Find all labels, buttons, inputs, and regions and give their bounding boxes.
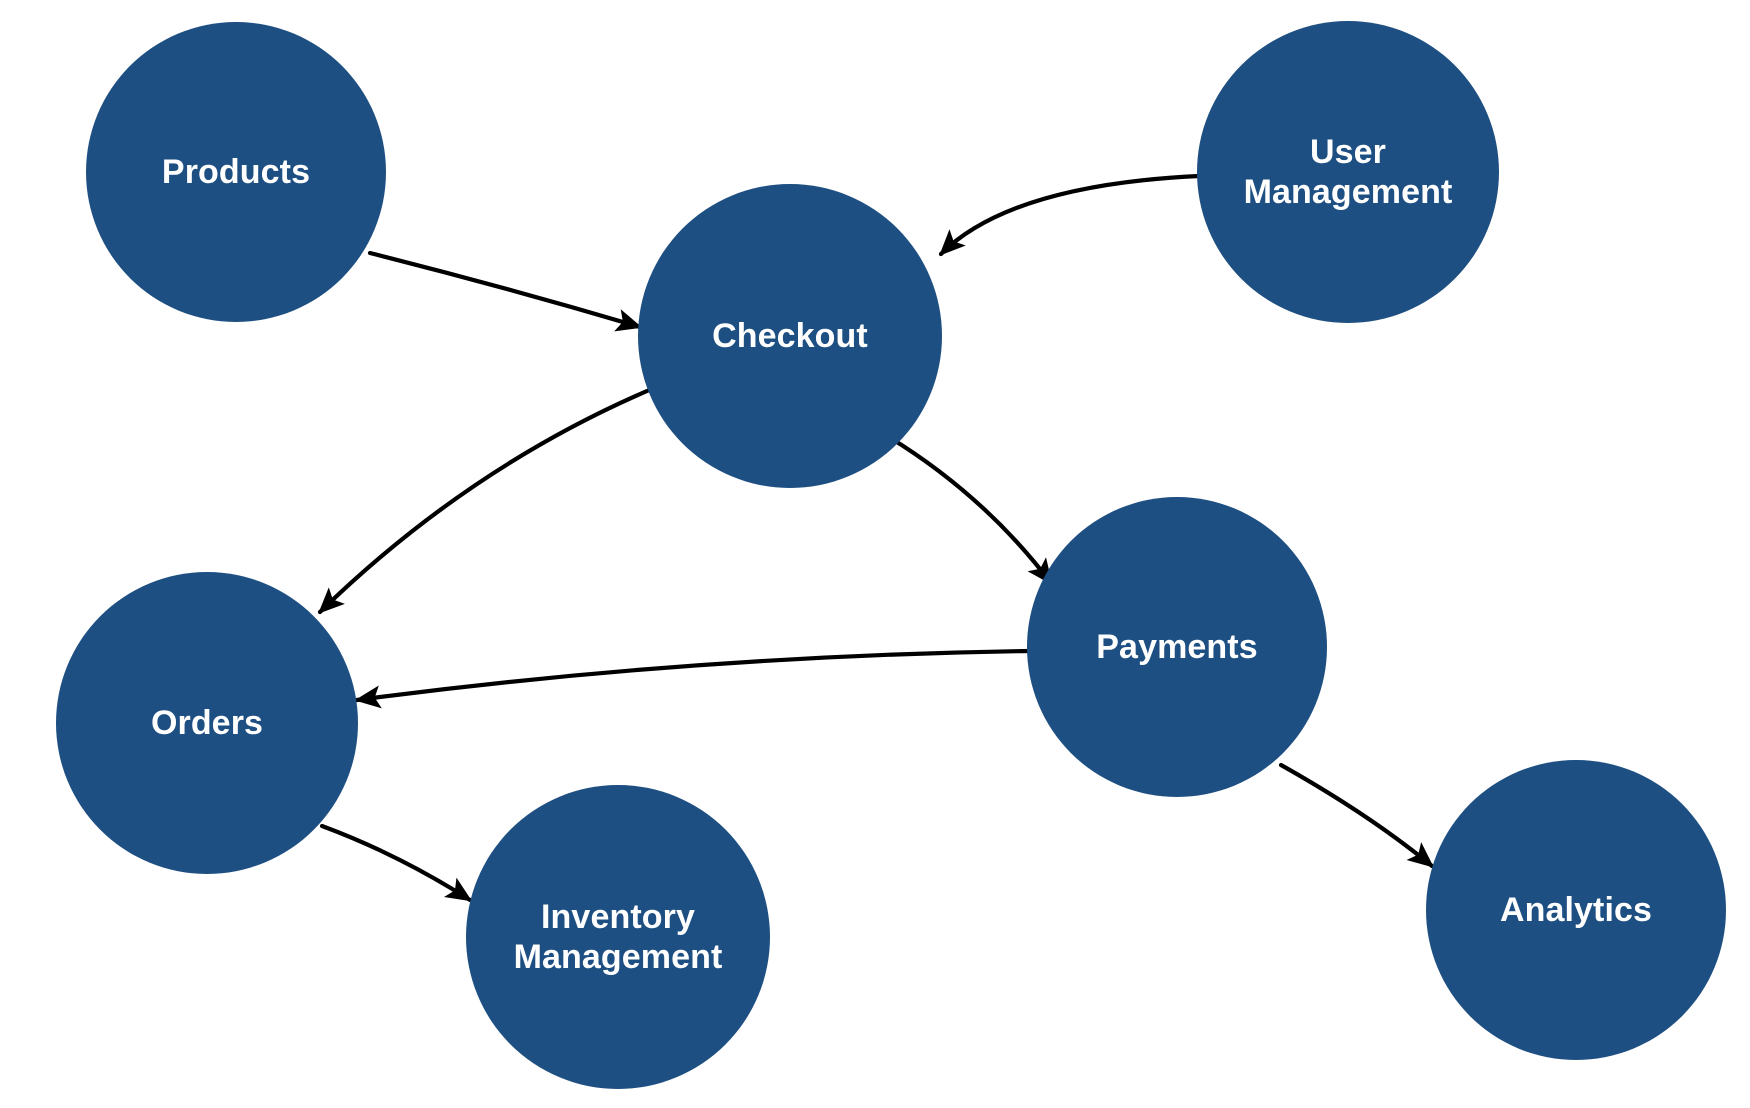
edge-checkout-to-payments [886, 434, 1054, 586]
node-label-user_mgmt: User Management [1243, 132, 1453, 211]
node-inventory[interactable]: Inventory Management [466, 785, 770, 1089]
node-payments[interactable]: Payments [1027, 497, 1327, 797]
edge-products-to-checkout [367, 250, 643, 332]
edge-payments-to-orders [354, 648, 1032, 709]
edge-usermgmt-to-checkout [938, 173, 1202, 257]
node-label-orders: Orders [150, 703, 264, 742]
node-checkout[interactable]: Checkout [638, 184, 942, 488]
node-products[interactable]: Products [86, 22, 386, 322]
node-label-inventory: Inventory Management [513, 897, 723, 976]
edge-payments-to-analytics [1278, 762, 1435, 869]
node-label-payments: Payments [1096, 627, 1258, 666]
node-label-products: Products [161, 152, 311, 191]
node-user_mgmt[interactable]: User Management [1197, 21, 1499, 323]
node-label-checkout: Checkout [712, 316, 868, 355]
edges-group [317, 173, 1435, 903]
node-analytics[interactable]: Analytics [1426, 760, 1726, 1060]
node-label-analytics: Analytics [1499, 890, 1653, 929]
edge-orders-to-inventory [319, 823, 473, 903]
node-orders[interactable]: Orders [56, 572, 358, 874]
edge-checkout-to-orders [317, 385, 657, 615]
